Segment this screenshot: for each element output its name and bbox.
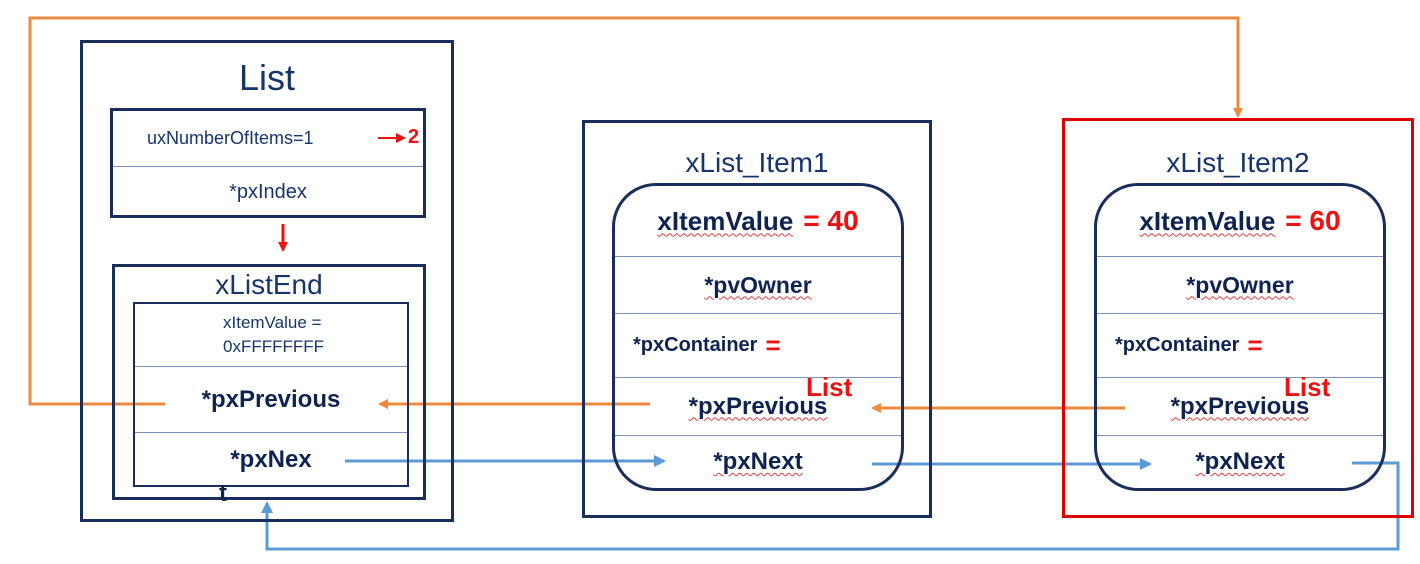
item2-value-number: = 60 — [1285, 205, 1341, 236]
item1-value-label: xItemValue — [657, 205, 794, 236]
end-item-value-field: xItemValue = 0xFFFFFFFF — [135, 304, 407, 366]
end-next-overflow: t — [219, 480, 227, 507]
item2-container-value: List — [1284, 372, 1331, 402]
end-next-label: *pxNex — [230, 446, 312, 473]
list-box: List — [80, 40, 454, 522]
item2-container-label: *pxContainer — [1115, 334, 1240, 356]
item2-value-label: xItemValue — [1139, 205, 1276, 236]
item1-fields: xItemValue = 40 *pvOwner *pxContainer = … — [612, 183, 904, 491]
item2-value-field: xItemValue = 60 — [1097, 186, 1383, 256]
item1-previous-field: *pxPrevious — [615, 377, 901, 435]
item1-container-eq: = — [765, 330, 781, 360]
index-field: *pxIndex — [113, 166, 423, 218]
end-previous-field: *pxPrevious — [135, 366, 407, 432]
item1-value-field: xItemValue = 40 — [615, 186, 901, 256]
list-title: List — [238, 57, 296, 98]
item2-box: xList_Item2 — [1062, 118, 1414, 518]
item1-owner-label: *pvOwner — [704, 271, 812, 298]
item1-next-label: *pxNext — [713, 448, 803, 475]
item2-previous-field: *pxPrevious — [1097, 377, 1383, 435]
list-end-box: xListEnd — [112, 264, 426, 500]
item1-box: xList_Item1 — [582, 120, 932, 518]
list-end-title: xListEnd — [215, 269, 323, 300]
item2-next-field: *pxNext — [1097, 435, 1383, 488]
item1-container-label: *pxContainer — [633, 334, 758, 356]
item1-next-field: *pxNext — [615, 435, 901, 488]
arrow-end-previous-to-item2 — [28, 16, 1243, 406]
item1-owner-field: *pvOwner — [615, 256, 901, 313]
item2-owner-label: *pvOwner — [1186, 271, 1294, 298]
item2-next-label: *pxNext — [1195, 448, 1285, 475]
item1-container-field: *pxContainer = — [615, 313, 901, 377]
item1-title: xList_Item1 — [685, 147, 829, 178]
list-header-box: uxNumberOfItems=1 *pxIndex — [110, 108, 426, 218]
item2-title: xList_Item2 — [1166, 147, 1310, 178]
item2-previous-label: *pxPrevious — [1170, 392, 1310, 420]
count-field: uxNumberOfItems=1 — [113, 111, 423, 166]
item1-value-number: = 40 — [803, 205, 859, 236]
count-new-value: 2 — [408, 126, 420, 148]
item2-fields: xItemValue = 60 *pvOwner *pxContainer = … — [1094, 183, 1386, 491]
item2-container-eq: = — [1247, 330, 1263, 360]
list-end-inner: xItemValue = 0xFFFFFFFF *pxPrevious *pxN… — [133, 302, 409, 487]
count-label: uxNumberOfItems=1 — [147, 128, 314, 148]
item2-owner-field: *pvOwner — [1097, 256, 1383, 313]
end-item-value-line2: 0xFFFFFFFF — [223, 337, 325, 356]
item1-container-value: List — [806, 372, 853, 402]
end-next-field: *pxNex — [135, 432, 407, 487]
end-previous-label: *pxPrevious — [201, 385, 341, 413]
index-label: *pxIndex — [229, 181, 307, 203]
end-item-value-line1: xItemValue = — [223, 313, 322, 332]
item1-previous-label: *pxPrevious — [688, 392, 828, 420]
item2-container-field: *pxContainer = — [1097, 313, 1383, 377]
